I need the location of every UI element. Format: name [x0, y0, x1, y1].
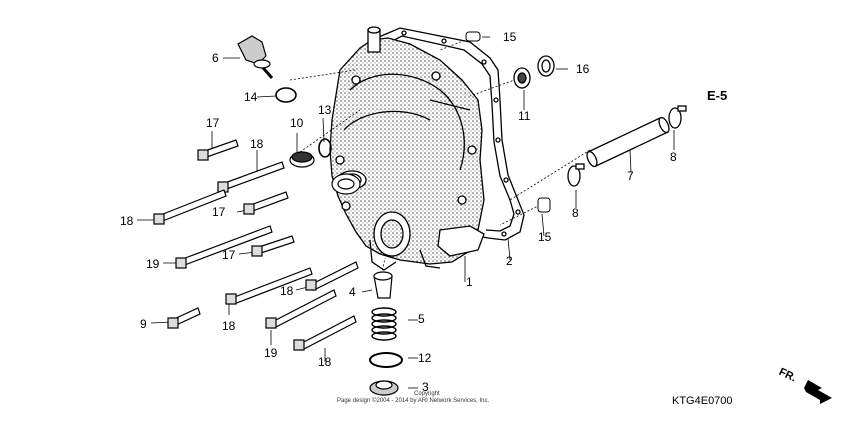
callout-14: 14: [244, 90, 258, 104]
callout-3: 3: [422, 380, 429, 394]
callout-17a: 17: [206, 116, 220, 130]
oil-level-dipstick: [237, 35, 274, 79]
callout-8a: 8: [670, 150, 677, 164]
callout-19b: 19: [264, 346, 278, 360]
strainer: [373, 271, 393, 299]
callout-19a: 19: [146, 257, 160, 271]
leader-lines: [137, 35, 675, 389]
o-ring-13: [318, 138, 332, 158]
callout-17c: 17: [222, 248, 236, 262]
diagram-code: KTG4E0700: [672, 395, 733, 407]
front-direction-arrow-icon: [804, 380, 832, 404]
callout-16: 16: [576, 62, 590, 76]
callout-2: 2: [506, 254, 513, 268]
callout-13: 13: [318, 103, 332, 117]
callout-7: 7: [627, 169, 634, 183]
callout-18a: 18: [250, 137, 264, 151]
spring: [371, 307, 397, 341]
callout-18e: 18: [318, 355, 332, 369]
callout-5: 5: [418, 312, 425, 326]
callout-6: 6: [212, 51, 219, 65]
copyright-line2: Page design ©2004 - 2014 by ARI Network …: [337, 398, 490, 404]
callout-8b: 8: [572, 206, 579, 220]
oil-seal: [331, 173, 361, 195]
gasket: [371, 27, 525, 241]
o-ring-12: [369, 352, 403, 368]
callout-11: 11: [518, 109, 531, 123]
flange-bolts: [153, 139, 359, 351]
callout-10: 10: [290, 116, 304, 130]
filler-cap: [289, 151, 315, 168]
hose: [586, 116, 670, 168]
seal-16: [537, 55, 555, 77]
callout-12: 12: [418, 351, 432, 365]
callout-15a: 15: [503, 30, 517, 44]
callout-18b: 18: [120, 214, 134, 228]
callout-4: 4: [349, 285, 356, 299]
callout-17b: 17: [212, 205, 226, 219]
bearing-11: [513, 67, 531, 89]
right-crankcase-cover: [329, 26, 485, 271]
dowel-pin: [465, 31, 551, 213]
callout-9: 9: [140, 317, 147, 331]
callout-15b: 15: [538, 230, 552, 244]
drain-plug: [369, 380, 399, 396]
callout-18d: 18: [222, 319, 236, 333]
callout-18c: 18: [280, 284, 294, 298]
o-ring-14: [275, 87, 297, 103]
reference-e5: E-5: [707, 88, 728, 103]
copyright-line1: Copyright: [414, 391, 440, 397]
hose-clamp: [567, 105, 687, 187]
callout-1: 1: [466, 275, 473, 289]
